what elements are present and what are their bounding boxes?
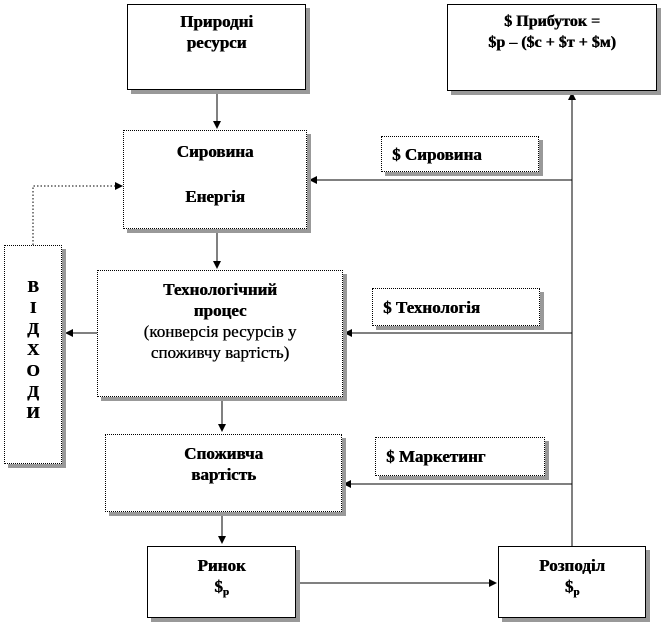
marketing-cost-box: $ Маркетинг [375,437,545,476]
marketing-cost-label: $ Маркетинг [386,447,486,466]
raw-materials-label: Сировина [176,142,254,161]
distribution-price: $р [565,576,580,603]
waste-letter: Х [26,340,40,359]
market-label: Ринок [197,556,246,575]
raw-cost-label: $ Сировина [392,144,482,164]
technological-process-box: Технологічний процес (конверсія ресурсів… [97,270,343,397]
waste-letter: Д [27,382,39,401]
waste-letter: О [26,361,40,380]
waste-box: В І Д Х О Д И [4,245,62,464]
process-line1: Технологічний [163,280,277,299]
waste-letter: Д [27,319,39,338]
raw-cost-box: $ Сировина [381,136,539,172]
price-subscript: р [222,586,229,598]
distribution-box: Розподіл $р [498,546,646,618]
energy-label: Енергія [185,187,245,206]
natural-resources-line1: Природні [179,12,254,31]
technology-cost-label: $ Технологія [383,297,480,317]
price-subscript: р [573,586,580,598]
waste-letter: В [27,277,39,296]
dollar-symbol: $ [564,577,574,596]
consumer-value-line1: Споживча [184,444,263,463]
waste-letter: І [29,298,37,317]
technology-cost-box: $ Технологія [372,288,540,326]
consumer-value-box: Споживча вартість [105,434,342,512]
profit-line1: $ Прибуток = [504,13,600,30]
market-box: Ринок $р [147,546,296,618]
distribution-label: Розподіл [539,556,605,575]
consumer-value-line2: вартість [191,465,256,484]
profit-formula: $р – ($с + $т + $м) [488,34,616,51]
waste-letter: И [26,403,40,422]
natural-resources-line2: ресурси [186,33,247,52]
market-price: $р [214,576,229,603]
process-line4: споживчу вартість) [150,343,290,362]
profit-box: $ Прибуток = $р – ($с + $т + $м) [447,4,657,91]
raw-energy-box: Сировина Енергія [123,130,307,229]
dollar-symbol: $ [214,577,223,596]
natural-resources-box: Природні ресурси [127,4,306,90]
process-line3: (конверсія ресурсів у [143,322,297,341]
process-line2: процес [193,301,247,320]
